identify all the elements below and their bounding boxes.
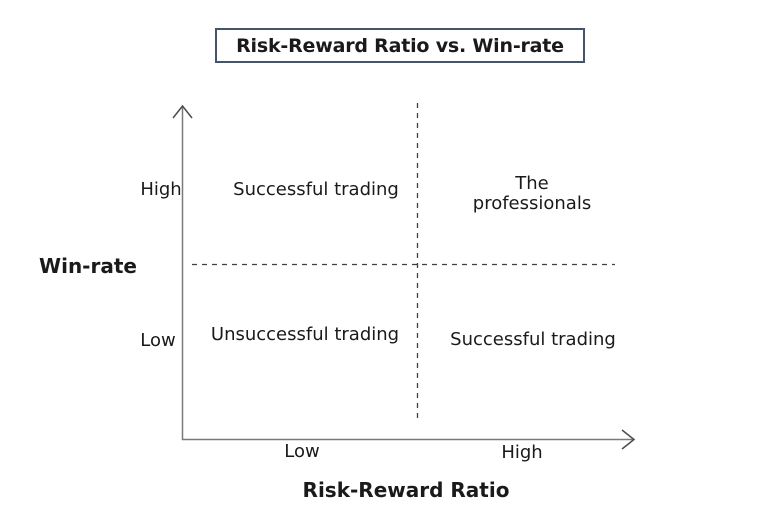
quadrant-bottom-left-label: Unsuccessful trading: [210, 324, 400, 346]
quadrant-bottom-right-label: Successful trading: [450, 329, 616, 351]
y-axis-tick-high: High: [140, 179, 182, 201]
y-axis-arrowhead-icon: [172, 104, 193, 119]
diagram-title: Risk-Reward Ratio vs. Win-rate: [236, 34, 564, 57]
x-axis-tick-low: Low: [284, 441, 320, 463]
quadrant-top-right-label: The professionals: [472, 173, 592, 214]
quadrant-top-left-label: Successful trading: [233, 179, 399, 201]
x-axis-title: Risk-Reward Ratio: [302, 478, 510, 502]
y-axis-title: Win-rate: [39, 254, 137, 278]
x-axis-arrowhead-icon: [621, 429, 636, 450]
diagram-title-box: Risk-Reward Ratio vs. Win-rate: [215, 28, 585, 63]
x-axis-tick-high: High: [501, 442, 543, 464]
y-axis-tick-low: Low: [140, 330, 176, 352]
